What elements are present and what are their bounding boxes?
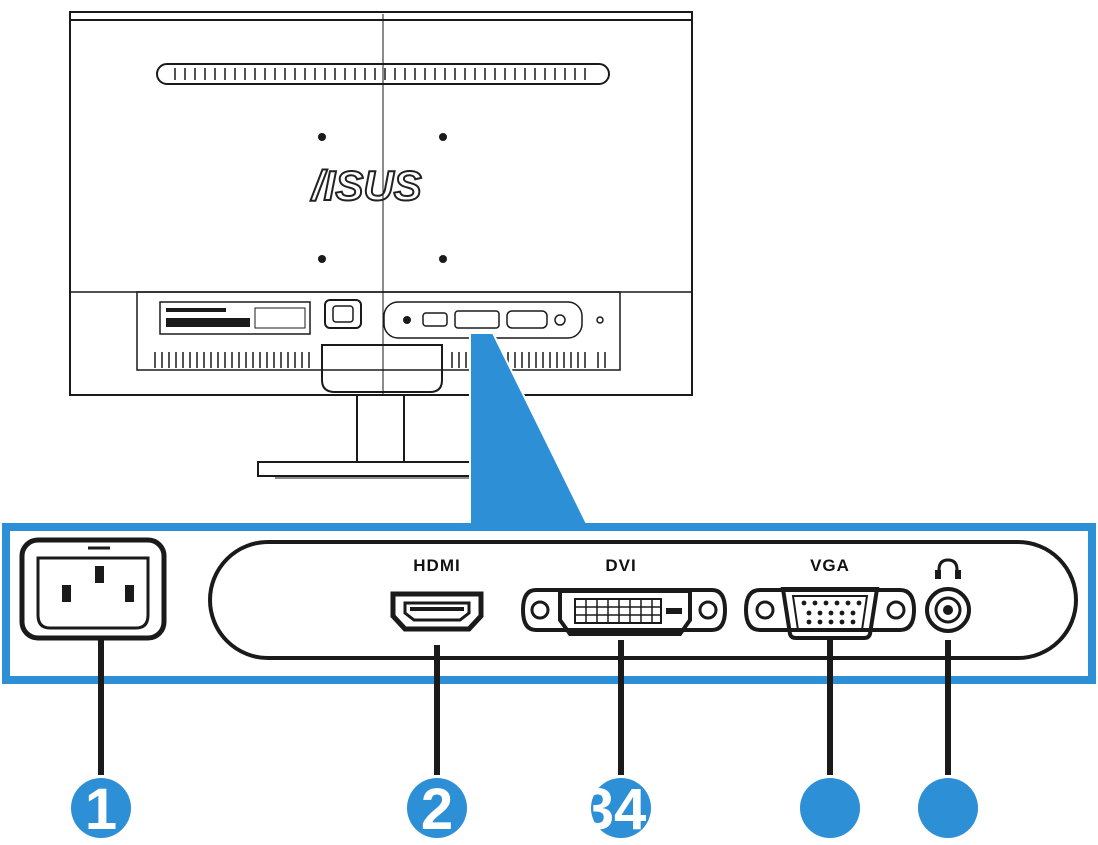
kensington-slot — [596, 316, 604, 324]
zoom-projection — [469, 332, 592, 531]
audio-jack-icon — [925, 587, 971, 633]
rear-io-recess — [136, 291, 621, 371]
connector-plate — [208, 540, 1078, 660]
marker-badge-dvi — [591, 778, 651, 838]
marker-number-power: 1 — [85, 777, 117, 842]
vesa-mount-holes — [318, 133, 447, 263]
mini-dvi — [454, 310, 500, 329]
bottom-vent-ribs — [154, 352, 606, 368]
top-vent-slot — [156, 63, 610, 85]
mini-jack — [403, 316, 411, 324]
vga-port-icon — [743, 587, 917, 640]
stand-neck — [321, 344, 443, 393]
mini-audio — [554, 314, 566, 326]
rating-label-marks — [166, 308, 250, 327]
headphone-icon — [935, 558, 961, 579]
top-vent-ribs — [174, 68, 586, 80]
dvi-port-icon — [520, 588, 728, 636]
stand-base — [257, 461, 506, 477]
ports-callout: HDMI DVI VGA — [2, 523, 1096, 684]
vesa-hole — [439, 255, 447, 263]
mini-power-inlet — [324, 299, 362, 329]
marker-badge-power — [71, 778, 131, 838]
monitor-body-outline — [69, 11, 693, 396]
monitor-rear-view — [69, 11, 693, 479]
marker-badge-hdmi — [407, 778, 467, 838]
mini-hdmi — [422, 312, 448, 327]
marker-badge-vga — [800, 778, 860, 838]
stand-column — [356, 395, 405, 462]
hdmi-port-icon — [390, 591, 484, 632]
marker-badge-audio — [918, 778, 978, 838]
brand-logo: /ISUS — [310, 162, 422, 209]
leader-lines — [98, 638, 951, 775]
port-label-dvi: DVI — [605, 556, 636, 575]
vesa-hole — [318, 255, 326, 263]
mini-vga — [506, 310, 548, 329]
rating-label-sticker — [159, 301, 311, 335]
rating-label-inner — [254, 307, 306, 329]
ac-power-inlet-icon — [19, 537, 167, 641]
vesa-hole — [318, 133, 326, 141]
marker-number-hdmi: 2 — [421, 777, 453, 842]
marker-number-dvi: 34 — [582, 777, 647, 842]
vesa-hole — [439, 133, 447, 141]
callout-frame — [2, 523, 1096, 684]
port-label-vga: VGA — [810, 556, 850, 575]
port-markers: 1 2 34 — [71, 777, 978, 842]
port-label-hdmi: HDMI — [413, 556, 460, 575]
